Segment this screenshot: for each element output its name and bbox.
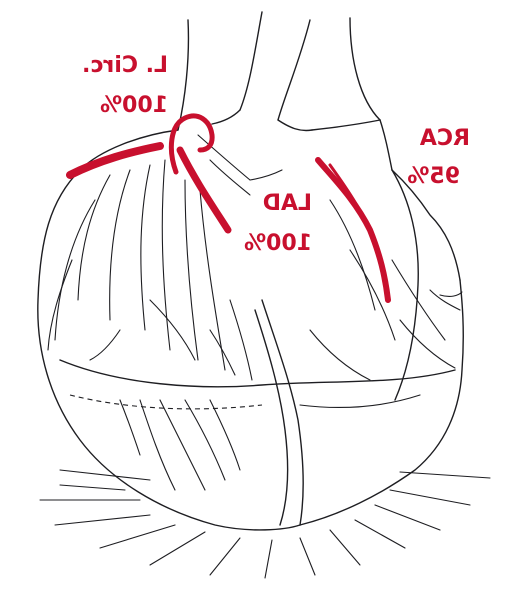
lad-occlusion (180, 150, 228, 230)
rca-name: RCA (420, 126, 470, 151)
rca-occlusion (318, 160, 388, 300)
l-circ-occlusion (70, 146, 160, 175)
lad-percent: 100% (244, 231, 312, 256)
label-l-circ: L. Circ. 100% (82, 53, 168, 118)
l-circ-name: L. Circ. (82, 53, 168, 78)
lad-origin-loop (171, 116, 212, 172)
l-circ-percent: 100% (100, 93, 168, 118)
coronary-branches (48, 160, 462, 490)
label-lad: LAD 100% (244, 191, 312, 256)
heart-outline (38, 130, 463, 530)
occluded-vessels (70, 116, 388, 300)
rca-percent: 95% (407, 164, 460, 189)
great-vessels (178, 12, 392, 195)
label-rca: RCA 95% (407, 126, 470, 189)
base-rays (40, 470, 490, 578)
lad-name: LAD (263, 191, 312, 216)
